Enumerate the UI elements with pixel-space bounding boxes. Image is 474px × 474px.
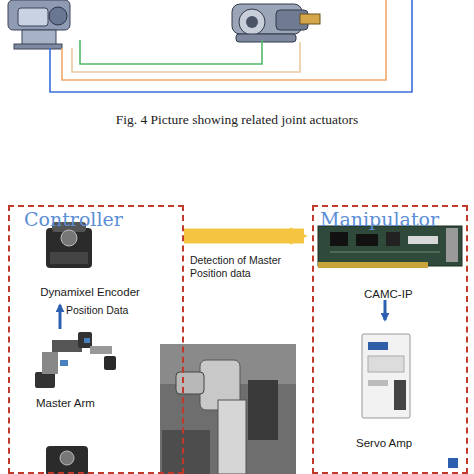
group-box: CAMC-IP Servo Amp Manipulator	[312, 205, 468, 474]
servo-amp-image	[362, 334, 410, 418]
device-box: Master Arm	[24, 329, 124, 409]
device-label: CAMC-IP	[364, 288, 413, 300]
legend-mark	[448, 458, 458, 468]
dynamixel-encoder-image	[46, 446, 88, 474]
group-box: Dynamixel EncoderMaster Arm Controller	[8, 205, 184, 474]
joint-leader-lines	[50, 0, 412, 92]
signal-arrow	[384, 300, 387, 320]
robot-photo	[160, 344, 296, 474]
device-box: Dynamixel Encoder	[28, 222, 152, 298]
figure-caption: Fig. 4 Picture showing related joint act…	[0, 112, 474, 128]
joint-actuator-right	[232, 4, 320, 42]
group-title: Manipulator	[320, 208, 439, 230]
signal-arrow	[59, 305, 62, 329]
edge-label: Position Data	[66, 304, 166, 317]
device-box: Servo Amp	[342, 327, 442, 449]
device-label: Servo Amp	[356, 437, 412, 449]
device-label: Master Arm	[36, 397, 95, 409]
device-box: CAMC-IP	[318, 222, 466, 300]
data-flow-arrow	[184, 229, 304, 244]
device-label: Dynamixel Encoder	[28, 286, 152, 298]
camc-ip-board-image	[318, 226, 462, 268]
master-arm-image	[35, 332, 116, 388]
edge-label: Detection of Master Position data	[190, 254, 308, 280]
group-title: Controller	[24, 208, 123, 230]
joint-actuator-left	[8, 0, 70, 49]
